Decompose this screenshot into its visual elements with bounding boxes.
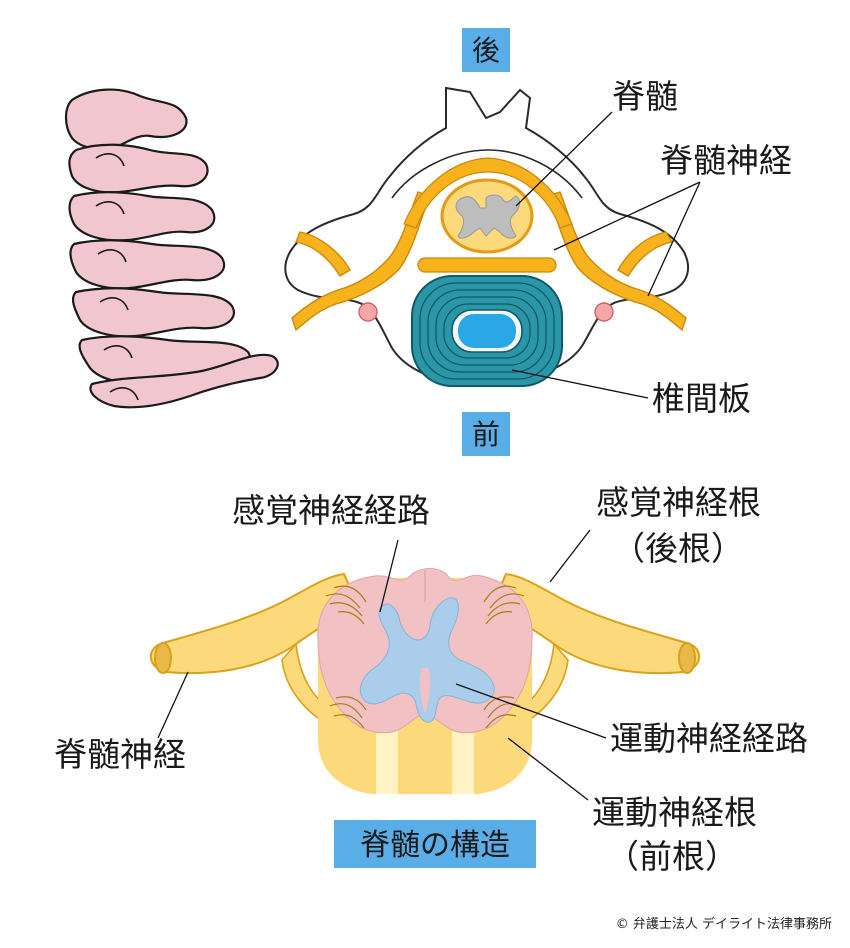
leader-sensory-root xyxy=(549,529,591,583)
label-spinal-nerve-bottom: 脊髄神経 xyxy=(54,735,186,774)
leader-spinal-nerve-bottom xyxy=(157,671,189,739)
label-spinal-nerve-top: 脊髄神経 xyxy=(660,141,792,180)
dura-band xyxy=(403,157,573,229)
ganglion-right xyxy=(594,302,614,322)
vertebra-cross-section xyxy=(284,86,690,387)
cervical-spine-illustration xyxy=(64,88,279,409)
anterior-label: 前 xyxy=(472,418,500,451)
label-disc: 椎間板 xyxy=(652,379,751,418)
label-sensory-root-2: （後根） xyxy=(612,529,744,568)
label-sensory-root-1: 感覚神経根 xyxy=(596,483,761,522)
leader-spinal-nerve-2 xyxy=(647,181,701,297)
anterior-tag: 前 xyxy=(462,412,510,456)
gray-matter xyxy=(359,597,495,723)
leader-motor-root xyxy=(507,737,589,801)
leader-disc xyxy=(511,369,649,399)
copyright-text: © 弁護士法人 デイライト法律事務所 xyxy=(616,916,832,932)
spinal-cord-cross-section xyxy=(150,568,700,794)
spinal-nerve-left xyxy=(291,191,431,332)
nucleus-pulposus xyxy=(458,314,516,348)
ganglion-left xyxy=(358,302,378,322)
leader-spinal-cord xyxy=(515,111,613,207)
label-motor-root-1: 運動神経根 xyxy=(592,793,757,832)
caption-box: 脊髄の構造 xyxy=(334,820,536,868)
spinal-cord-section xyxy=(440,178,534,254)
leader-spinal-nerve-1 xyxy=(553,181,701,251)
caption-text: 脊髄の構造 xyxy=(360,828,510,863)
label-spinal-cord: 脊髄 xyxy=(612,77,678,116)
posterior-label: 後 xyxy=(472,34,500,67)
posterior-tag: 後 xyxy=(462,28,510,72)
leader-motor-pathway xyxy=(455,683,607,739)
label-sensory-pathway: 感覚神経経路 xyxy=(232,491,430,530)
intervertebral-disc xyxy=(411,275,563,387)
leader-sensory-pathway xyxy=(379,539,399,613)
label-motor-pathway: 運動神経経路 xyxy=(610,719,808,758)
label-motor-root-2: （前根） xyxy=(606,837,738,876)
spinal-nerve-right xyxy=(547,191,687,332)
ligament-bar xyxy=(417,257,557,273)
